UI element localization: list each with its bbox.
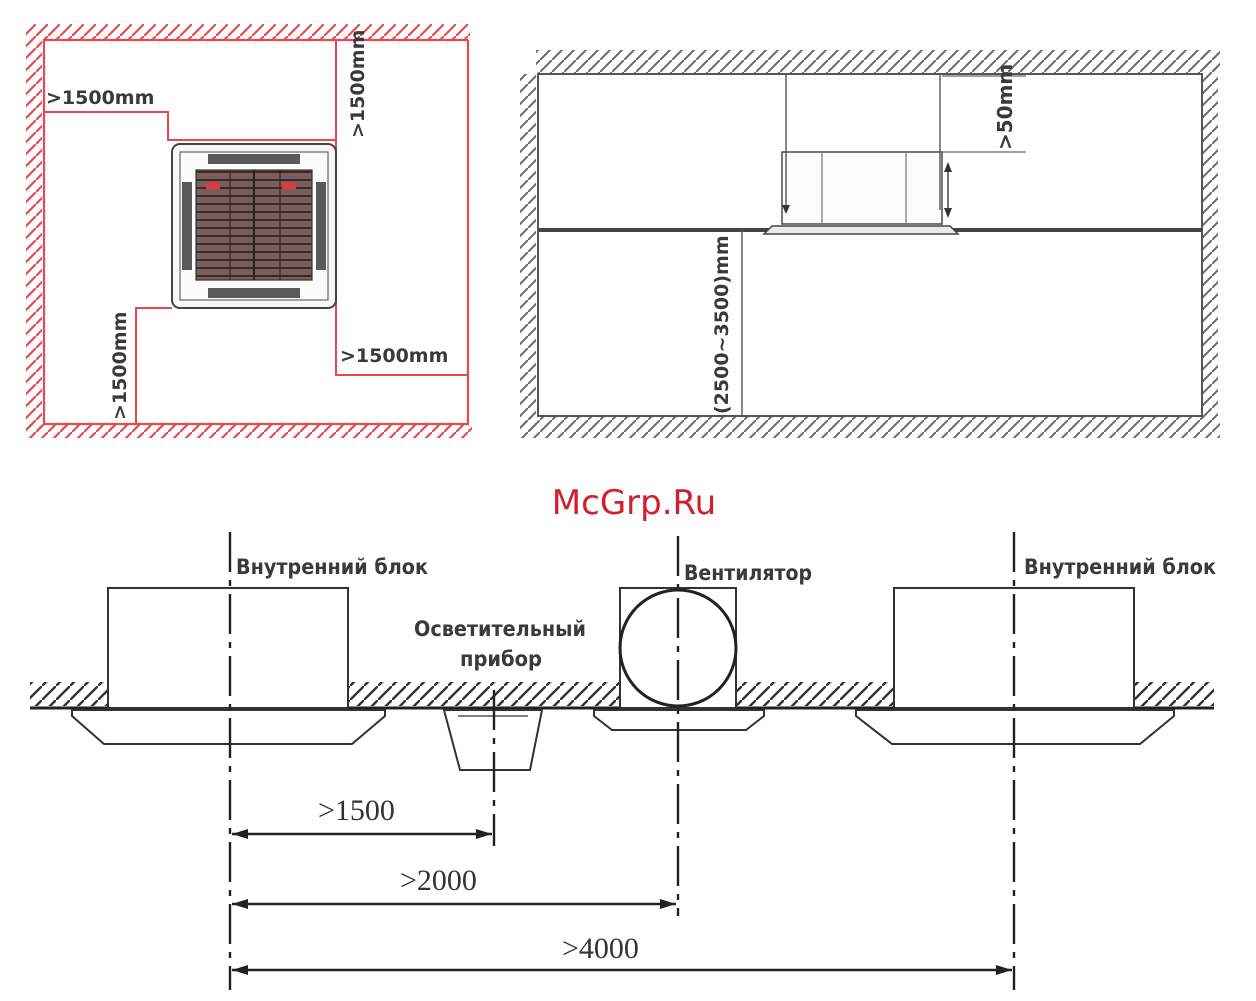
plan-bottom-wall-hatch bbox=[26, 424, 472, 438]
dimension-4000 bbox=[232, 965, 1012, 975]
watermark: McGrp.Ru bbox=[552, 483, 716, 523]
cassette-unit-plan bbox=[172, 144, 336, 308]
spacing-view: Внутренний блок Вентилятор Осветительный… bbox=[30, 532, 1216, 990]
ceiling-hatch-2 bbox=[348, 682, 620, 706]
section-height-label: (2500~3500)mm bbox=[711, 235, 733, 414]
plan-clearance-boundary-right bbox=[336, 140, 468, 375]
dim-label-1500: >1500 bbox=[318, 794, 395, 827]
section-room-outline bbox=[538, 74, 1202, 416]
dim-label-2000: >2000 bbox=[400, 864, 477, 897]
section-left-wall-hatch bbox=[520, 74, 536, 434]
label-lamp-line1: Осветительный bbox=[414, 617, 586, 641]
cassette-unit-section bbox=[764, 152, 958, 234]
indoor-unit-left bbox=[72, 588, 385, 744]
dimension-2000 bbox=[232, 899, 676, 909]
plan-left-wall-hatch bbox=[26, 24, 42, 434]
label-lamp-line2: прибор bbox=[460, 647, 542, 671]
label-indoor-unit-left: Внутренний блок bbox=[236, 555, 428, 579]
plan-top-clearance-label: >1500mm bbox=[347, 30, 369, 138]
plan-bottom-clearance-label: >1500mm bbox=[109, 312, 131, 420]
section-right-wall-hatch bbox=[1202, 50, 1218, 416]
label-indoor-unit-right: Внутренний блок bbox=[1024, 555, 1216, 579]
ceiling-hatch-1 bbox=[30, 682, 110, 706]
dimension-1500 bbox=[232, 829, 492, 839]
ceiling-hatch-3 bbox=[736, 682, 894, 706]
dim-label-4000: >4000 bbox=[562, 932, 639, 965]
ceiling-hatch-4 bbox=[1134, 682, 1214, 706]
plan-right-clearance-label: >1500mm bbox=[340, 345, 448, 367]
label-fan: Вентилятор bbox=[684, 561, 812, 585]
plan-top-wall-hatch bbox=[40, 24, 470, 40]
section-top-gap-label: >50mm bbox=[993, 64, 1017, 150]
section-ceiling-hatch bbox=[536, 50, 1220, 74]
section-view: >50mm (2500~3500)mm bbox=[520, 50, 1220, 438]
plan-left-clearance-label: >1500mm bbox=[46, 87, 154, 109]
section-floor-hatch bbox=[520, 416, 1220, 438]
plan-view: >1500mm >1500mm >1500mm >1500mm bbox=[26, 24, 472, 438]
plan-clearance-boundary-bottom bbox=[136, 308, 172, 424]
